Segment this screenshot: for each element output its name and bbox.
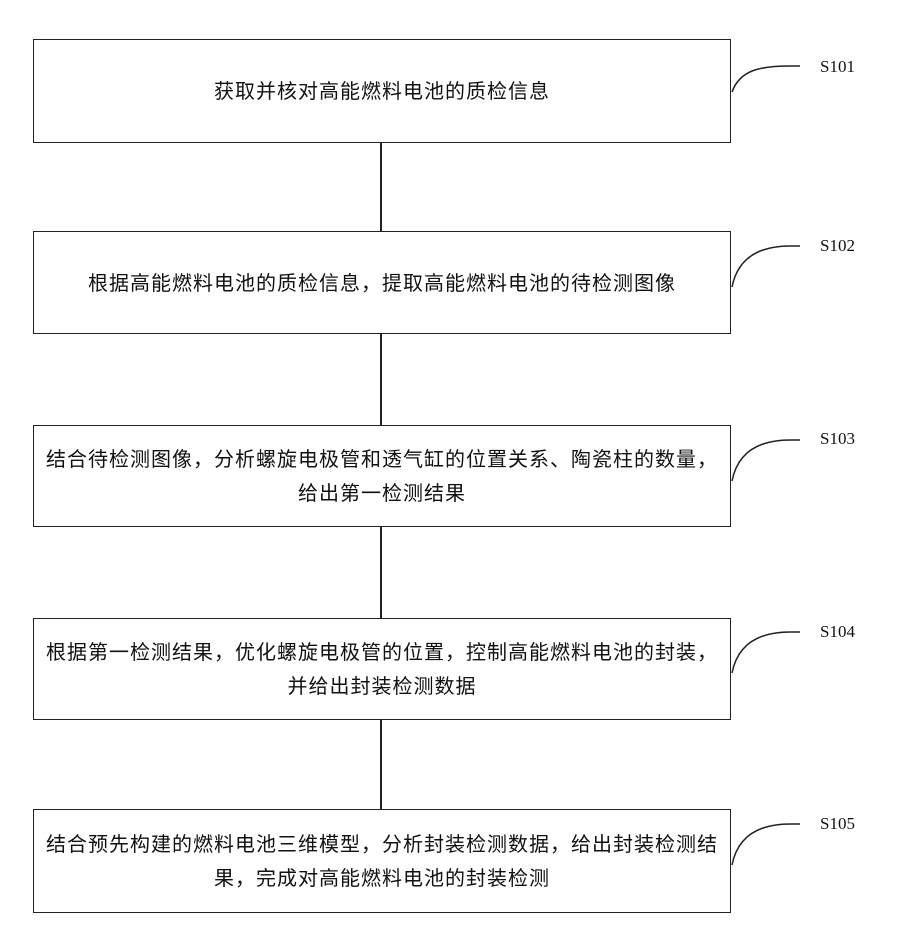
step-label-s101: S101 [820,57,855,77]
step-box-s104: 根据第一检测结果，优化螺旋电极管的位置，控制高能燃料电池的封装，并给出封装检测数… [33,618,731,720]
connector-arrow [380,143,382,231]
step-box-s105: 结合预先构建的燃料电池三维模型，分析封装检测数据，给出封装检测结果，完成对高能燃… [33,809,731,913]
leader-line-s103 [730,436,810,506]
leader-line-s101 [730,62,810,132]
step-text: 获取并核对高能燃料电池的质检信息 [206,74,558,108]
step-label-s103: S103 [820,429,855,449]
connector-arrow [380,720,382,809]
step-text: 根据第一检测结果，优化螺旋电极管的位置，控制高能燃料电池的封装，并给出封装检测数… [34,635,730,703]
leader-line-s102 [730,242,810,312]
step-text: 结合待检测图像，分析螺旋电极管和透气缸的位置关系、陶瓷柱的数量，给出第一检测结果 [34,442,730,510]
leader-line-s105 [730,820,810,890]
step-box-s103: 结合待检测图像，分析螺旋电极管和透气缸的位置关系、陶瓷柱的数量，给出第一检测结果 [33,425,731,527]
step-box-s102: 根据高能燃料电池的质检信息，提取高能燃料电池的待检测图像 [33,231,731,334]
step-label-s104: S104 [820,622,855,642]
step-box-s101: 获取并核对高能燃料电池的质检信息 [33,39,731,143]
connector-arrow [380,334,382,425]
step-label-s105: S105 [820,814,855,834]
leader-line-s104 [730,628,810,698]
step-text: 根据高能燃料电池的质检信息，提取高能燃料电池的待检测图像 [80,266,684,300]
step-text: 结合预先构建的燃料电池三维模型，分析封装检测数据，给出封装检测结果，完成对高能燃… [34,827,730,895]
connector-arrow [380,527,382,618]
step-label-s102: S102 [820,236,855,256]
